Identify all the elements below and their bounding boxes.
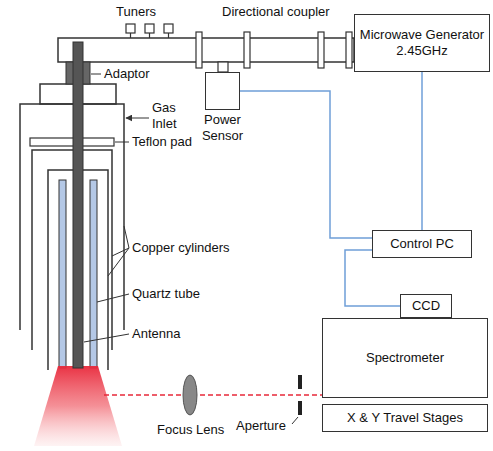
- ccd-box: CCD: [400, 294, 452, 318]
- pc-box: Control PC: [372, 230, 472, 258]
- node-text: X & Y Travel Stages: [344, 410, 466, 426]
- waveguide: [58, 38, 354, 62]
- part-label: Copper cylinders: [132, 240, 230, 256]
- sensor-box: Power Sensor: [205, 72, 240, 110]
- signal-cable: [345, 250, 400, 306]
- aperture-blade: [298, 375, 302, 389]
- focus-lens: [183, 375, 197, 415]
- teflon-pad: [30, 138, 114, 146]
- node-text: Spectrometer: [363, 350, 447, 366]
- antenna: [73, 42, 83, 368]
- sensor-port: [218, 62, 228, 72]
- signal-cable: [421, 72, 423, 230]
- node-text: Power Sensor: [192, 112, 254, 143]
- flange: [318, 32, 324, 68]
- stage-box: X & Y Travel Stages: [322, 404, 488, 432]
- part-label: Directional coupler: [222, 4, 330, 20]
- flange: [244, 32, 250, 68]
- optical-axis: [104, 394, 322, 396]
- part-label: Focus Lens: [157, 422, 224, 438]
- part-label: Antenna: [132, 326, 180, 342]
- signal-cable: [240, 91, 372, 238]
- aperture-blade: [298, 401, 302, 415]
- leader-lines: [84, 74, 298, 424]
- spectrometer-box: Spectrometer: [322, 318, 488, 398]
- flange: [346, 32, 352, 68]
- middle-copper-cylinder: [32, 150, 112, 350]
- part-label: Tuners: [116, 4, 156, 20]
- part-label: Quartz tube: [132, 286, 200, 302]
- plasma-plume: [34, 366, 122, 446]
- part-label: Adaptor: [104, 66, 150, 82]
- quartz-tube: [59, 180, 66, 368]
- flange: [196, 32, 202, 68]
- tuner-knobs: [126, 24, 173, 38]
- generator-box: Microwave Generator 2.45GHz: [354, 14, 490, 72]
- node-text: Microwave Generator 2.45GHz: [355, 27, 489, 58]
- node-text: Control PC: [387, 236, 457, 252]
- part-label: Teflon pad: [132, 134, 192, 150]
- part-label: Aperture: [236, 418, 286, 434]
- part-label: Gas Inlet: [152, 100, 192, 131]
- node-text: CCD: [409, 298, 443, 314]
